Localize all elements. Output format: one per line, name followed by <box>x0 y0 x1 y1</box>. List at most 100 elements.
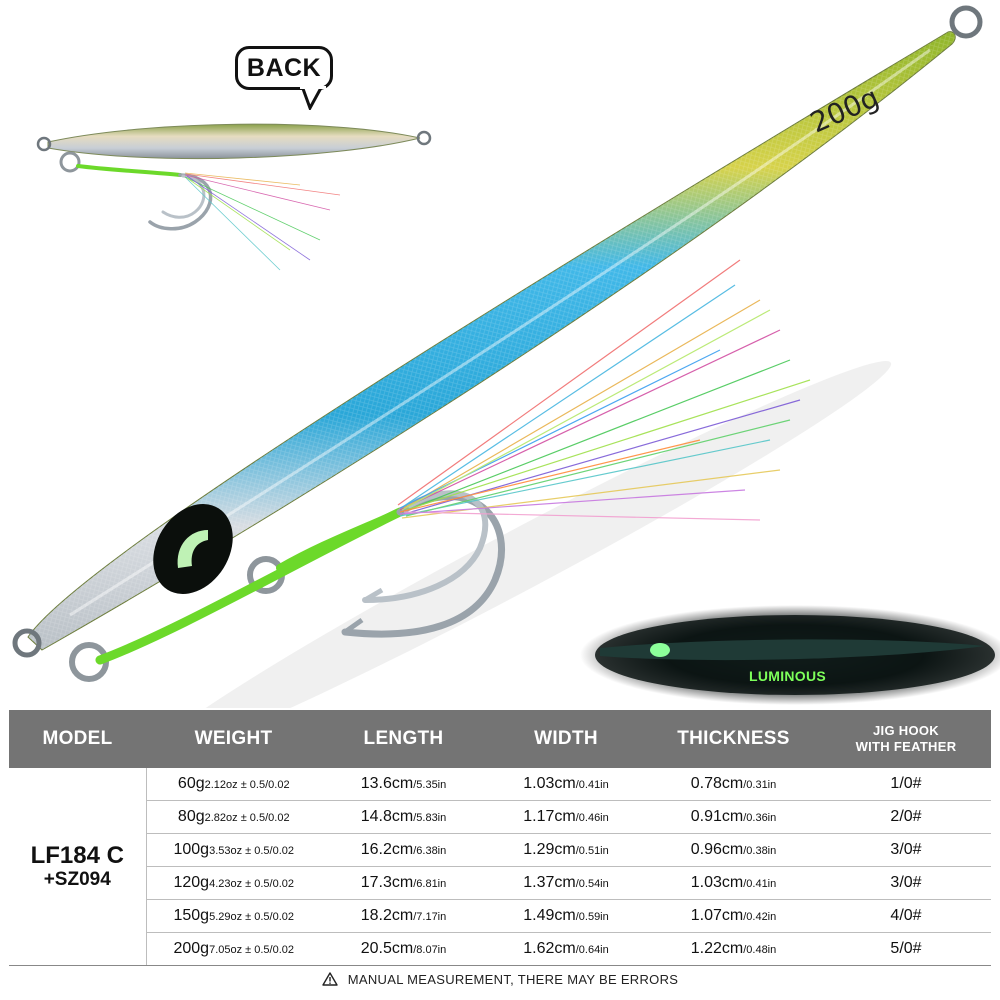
thickness-cell-value: 0.96cm <box>690 841 744 858</box>
hook-cell-value: 2/0# <box>890 808 922 825</box>
feather-skirt <box>397 259 811 521</box>
length-cell-imperial: /5.83in <box>413 812 447 824</box>
thickness-cell-imperial: /0.31in <box>743 779 777 791</box>
length-cell: 16.2cm/6.38in <box>321 833 486 867</box>
luminous-label: LUMINOUS <box>748 668 827 684</box>
weight-cell-value: 100g <box>173 841 210 858</box>
width-cell-imperial: /0.54in <box>575 878 609 890</box>
model-name: LF184 C <box>30 841 124 869</box>
weight-cell: 60g2.12oz ± 0.5/0.02 <box>146 768 321 801</box>
length-cell-value: 14.8cm <box>360 808 414 825</box>
thickness-cell: 1.22cm/0.48in <box>646 932 821 966</box>
weight-cell-value: 120g <box>173 874 210 891</box>
hook-cell-value: 5/0# <box>890 940 922 957</box>
width-cell: 1.03cm/0.41in <box>486 768 646 801</box>
model-sub: +SZ094 <box>43 868 111 890</box>
length-cell-value: 16.2cm <box>360 841 414 858</box>
length-cell: 20.5cm/8.07in <box>321 932 486 966</box>
hook-cell-value: 4/0# <box>890 907 922 924</box>
luminous-view <box>580 605 1000 705</box>
length-cell: 13.6cm/5.35in <box>321 768 486 801</box>
width-cell: 1.17cm/0.46in <box>486 800 646 834</box>
thickness-cell-imperial: /0.36in <box>743 812 777 824</box>
assist-cord <box>276 508 404 572</box>
thickness-cell-value: 1.03cm <box>690 874 744 891</box>
weight-cell-value: 150g <box>173 907 210 924</box>
weight-cell-imperial: 4.23oz ± 0.5/0.02 <box>209 878 295 890</box>
weight-cell-imperial: 2.12oz ± 0.5/0.02 <box>204 779 290 791</box>
luminous-eye <box>153 504 233 594</box>
shadow <box>148 361 892 759</box>
width-cell-imperial: /0.64in <box>575 944 609 956</box>
warning-icon <box>322 972 338 986</box>
weight-cell-imperial: 7.05oz ± 0.5/0.02 <box>209 944 295 956</box>
hero-illustration <box>12 5 1000 759</box>
table-header-row: MODEL WEIGHT LENGTH WIDTH THICKNESS JIG … <box>9 710 991 768</box>
header-weight: WEIGHT <box>146 710 321 768</box>
disclaimer-text: MANUAL MEASUREMENT, THERE MAY BE ERRORS <box>347 972 679 987</box>
header-hook-line1: JIG HOOK <box>873 723 939 738</box>
weight-cell: 150g5.29oz ± 0.5/0.02 <box>146 899 321 933</box>
hook-cell-value: 3/0# <box>890 841 922 858</box>
header-thickness: THICKNESS <box>646 710 821 768</box>
table-row: 120g4.23oz ± 0.5/0.02 17.3cm/6.81in 1.37cm… <box>9 866 991 900</box>
thickness-cell-value: 0.91cm <box>690 808 744 825</box>
length-cell: 18.2cm/7.17in <box>321 899 486 933</box>
width-cell-value: 1.37cm <box>523 874 576 891</box>
length-cell-value: 20.5cm <box>360 940 414 957</box>
thickness-cell-value: 0.78cm <box>690 775 744 792</box>
length-cell-imperial: /7.17in <box>413 911 447 923</box>
thickness-cell: 1.03cm/0.41in <box>646 866 821 900</box>
hook-icon <box>148 173 213 231</box>
hook-cell: 4/0# <box>821 899 991 933</box>
main-jig <box>12 5 983 682</box>
speech-tail-icon <box>300 86 326 110</box>
thickness-cell-imperial: /0.38in <box>743 845 777 857</box>
back-label: BACK <box>246 53 322 82</box>
hook-cell: 3/0# <box>821 833 991 867</box>
length-cell-imperial: /5.35in <box>413 779 447 791</box>
weight-cell-value: 200g <box>173 940 210 957</box>
width-cell-value: 1.17cm <box>523 808 576 825</box>
header-hook-line2: WITH FEATHER <box>855 739 957 754</box>
back-label-bubble: BACK <box>235 46 333 90</box>
thickness-cell: 0.96cm/0.38in <box>646 833 821 867</box>
spec-table: MODEL WEIGHT LENGTH WIDTH THICKNESS JIG … <box>9 710 991 966</box>
tail-eyelet <box>12 628 42 658</box>
back-view-jig <box>36 123 432 271</box>
length-cell-imperial: /6.38in <box>413 845 447 857</box>
thickness-cell-imperial: /0.42in <box>743 911 777 923</box>
header-width: WIDTH <box>486 710 646 768</box>
thickness-cell: 0.78cm/0.31in <box>646 768 821 801</box>
length-cell-value: 18.2cm <box>360 907 414 924</box>
header-length: LENGTH <box>321 710 486 768</box>
thickness-cell: 1.07cm/0.42in <box>646 899 821 933</box>
length-cell-imperial: /6.81in <box>413 878 447 890</box>
weight-cell-value: 80g <box>177 808 205 825</box>
length-cell: 14.8cm/5.83in <box>321 800 486 834</box>
width-cell: 1.29cm/0.51in <box>486 833 646 867</box>
length-cell-value: 13.6cm <box>360 775 414 792</box>
width-cell-imperial: /0.41in <box>575 779 609 791</box>
width-cell: 1.49cm/0.59in <box>486 899 646 933</box>
length-cell: 17.3cm/6.81in <box>321 866 486 900</box>
weight-cell-value: 60g <box>177 775 205 792</box>
hook-cell: 5/0# <box>821 932 991 966</box>
width-cell-imperial: /0.46in <box>575 812 609 824</box>
thickness-cell-value: 1.22cm <box>690 940 744 957</box>
header-hook: JIG HOOK WITH FEATHER <box>821 710 991 768</box>
weight-cell: 200g7.05oz ± 0.5/0.02 <box>146 932 321 966</box>
head-eyelet <box>949 5 983 39</box>
weight-cell: 100g3.53oz ± 0.5/0.02 <box>146 833 321 867</box>
glow-eye <box>650 643 670 657</box>
hook-icon <box>341 492 505 638</box>
thickness-cell: 0.91cm/0.36in <box>646 800 821 834</box>
weight-cell: 80g2.82oz ± 0.5/0.02 <box>146 800 321 834</box>
product-hero: BACK 200g LUMINOUS <box>12 5 1000 759</box>
